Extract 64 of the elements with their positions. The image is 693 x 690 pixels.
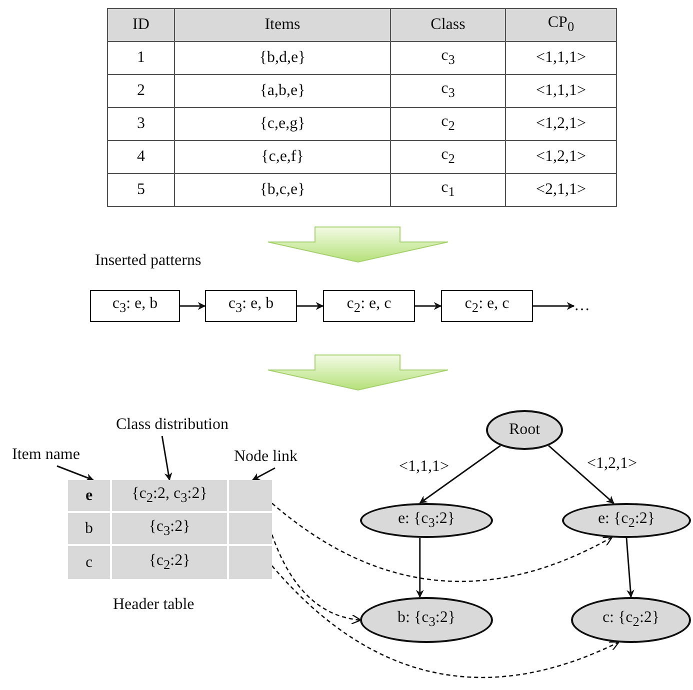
- table-cell: <1,1,1>: [506, 74, 616, 108]
- tree-node: c: {c$_{2}$:2}: [571, 597, 691, 643]
- table-cell: <1,2,1>: [506, 108, 616, 140]
- table-header-cell: Class: [390, 8, 506, 42]
- item-name-cell: b: [68, 513, 110, 544]
- table-cell: c$_{3}$: [390, 42, 506, 74]
- class-distribution-cell: {c$_{2}$:2}: [112, 546, 227, 579]
- table-cell: {b,d,e}: [174, 42, 390, 74]
- arrow: [180, 302, 206, 310]
- arrow: [626, 538, 634, 598]
- arrow: [548, 445, 614, 504]
- tree-node: b: {c$_{3}$:2}: [360, 597, 493, 643]
- table-cell: c$_{2}$: [390, 140, 506, 174]
- item-name-cell: c: [68, 546, 110, 579]
- table-cell: <1,1,1>: [506, 42, 616, 74]
- node-link-cell: [229, 546, 272, 579]
- node-link-arrow: [272, 502, 613, 582]
- arrow: [533, 302, 575, 310]
- item-name-cell: e: [68, 480, 110, 511]
- table-cell: c$_{1}$: [390, 174, 506, 206]
- edge-label: <1,2,1>: [586, 455, 638, 473]
- pattern-box: c$_{2}$: e, c: [441, 290, 533, 322]
- pattern-box: c$_{3}$: e, b: [90, 290, 180, 322]
- section-caption: Inserted patterns: [95, 252, 202, 270]
- node-link-cell: [229, 480, 272, 511]
- table-cell: 1: [108, 42, 174, 74]
- annotation-label: Class distribution: [116, 414, 260, 436]
- table-header-cell: ID: [108, 8, 174, 42]
- table-cell: 5: [108, 174, 174, 206]
- annotation-label: Item name: [12, 444, 102, 466]
- class-distribution-cell: {c$_{3}$:2}: [112, 513, 227, 544]
- leader-line: [252, 467, 276, 481]
- table-cell: {c,e,f}: [174, 140, 390, 174]
- node-link-cell: [229, 513, 272, 544]
- tree-node: e: {c$_{2}$:2}: [562, 503, 691, 538]
- table-cell: c$_{2}$: [390, 108, 506, 140]
- node-link-arrow: [272, 565, 620, 678]
- table-header-cell: Items: [174, 8, 390, 42]
- arrow: [416, 538, 424, 598]
- table-cell: 4: [108, 140, 174, 174]
- arrow: [297, 302, 324, 310]
- table-caption: Header table: [113, 596, 194, 614]
- leader-line: [161, 436, 172, 481]
- pattern-box: c$_{2}$: e, c: [323, 290, 415, 322]
- tree-node: Root: [486, 410, 563, 450]
- pattern-box: c$_{3}$: e, b: [205, 290, 297, 322]
- node-link-arrow: [271, 534, 362, 624]
- table-cell: {b,c,e}: [174, 174, 390, 206]
- edge-label: <1,1,1>: [398, 458, 450, 476]
- arrow: [415, 302, 442, 310]
- table-cell: <1,2,1>: [506, 140, 616, 174]
- annotation-label: Node link: [234, 446, 316, 468]
- table-cell: 2: [108, 74, 174, 108]
- table-cell: <2,1,1>: [506, 174, 616, 206]
- arrow: [419, 445, 501, 504]
- table-header-cell: CP$_{0}$: [506, 8, 616, 42]
- class-distribution-cell: {c$_{2}$:2, c$_{3}$:2}: [112, 480, 227, 511]
- table-cell: c$_{3}$: [390, 74, 506, 108]
- leader-line: [56, 465, 94, 482]
- table-cell: 3: [108, 108, 174, 140]
- table-cell: {c,e,g}: [174, 108, 390, 140]
- table-cell: {a,b,e}: [174, 74, 390, 108]
- ellipsis-text: …: [574, 292, 604, 320]
- tree-node: e: {c$_{3}$:2}: [360, 503, 493, 538]
